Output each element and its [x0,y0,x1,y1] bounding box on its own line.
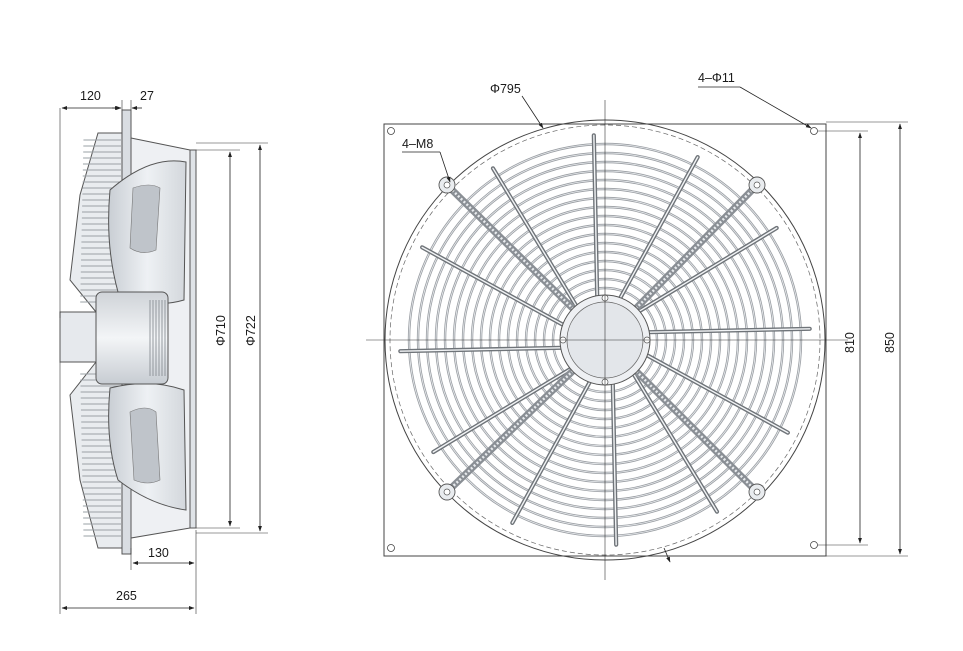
dim-120-label: 120 [80,89,101,103]
guard-lug-hole [443,181,451,189]
front-view: Φ795 4–Φ11 4–M8 810 850 [366,71,908,580]
motor-hub [95,291,169,385]
guard-spoke-highlight [619,156,699,299]
dim-710-label: Φ710 [214,315,228,346]
leader-4-11 [739,86,812,129]
dim-795-label: Φ795 [490,82,521,96]
plate-hole-tl [387,127,395,135]
hub-ribs [149,300,166,376]
dim-850-label: 850 [883,332,897,353]
leader-795 [521,95,544,129]
guard-spoke-highlight [633,373,718,513]
dim-265-label: 265 [116,589,137,603]
dim-722-label: Φ722 [244,315,258,346]
venturi-lip [189,149,197,529]
upper-blade-pocket [129,184,161,253]
dim-130-label: 130 [148,546,169,560]
guard-spoke-highlight [593,134,598,297]
side-view: 120 27 Φ710 Φ722 130 265 [59,89,268,614]
plate-hole-br [810,541,818,549]
guard-spoke-highlight [492,167,577,307]
leader-4-m8 [439,151,451,183]
guard-lug-hole [753,488,761,496]
lower-blade-pocket [129,407,161,484]
guard-lug-hole [753,181,761,189]
dim-27-label: 27 [140,89,154,103]
guard-spoke-highlight [646,354,789,434]
dim-810-label: 810 [843,332,857,353]
guard-spoke-highlight [648,328,811,333]
guard-spoke-highlight [638,227,778,312]
motor-rear-cap [59,311,97,363]
guard-lug-hole [443,488,451,496]
guard-spoke-highlight [511,381,591,524]
guard-spoke-highlight [432,368,572,453]
plate-hole-tr [810,127,818,135]
dim-4-m8-label: 4–M8 [402,137,433,151]
dim-4-11-label: 4–Φ11 [698,71,735,85]
guard-spoke-highlight [399,347,562,352]
guard-spoke-highlight [421,246,564,326]
plate-hole-bl [387,544,395,552]
guard-spoke-highlight [612,383,617,546]
